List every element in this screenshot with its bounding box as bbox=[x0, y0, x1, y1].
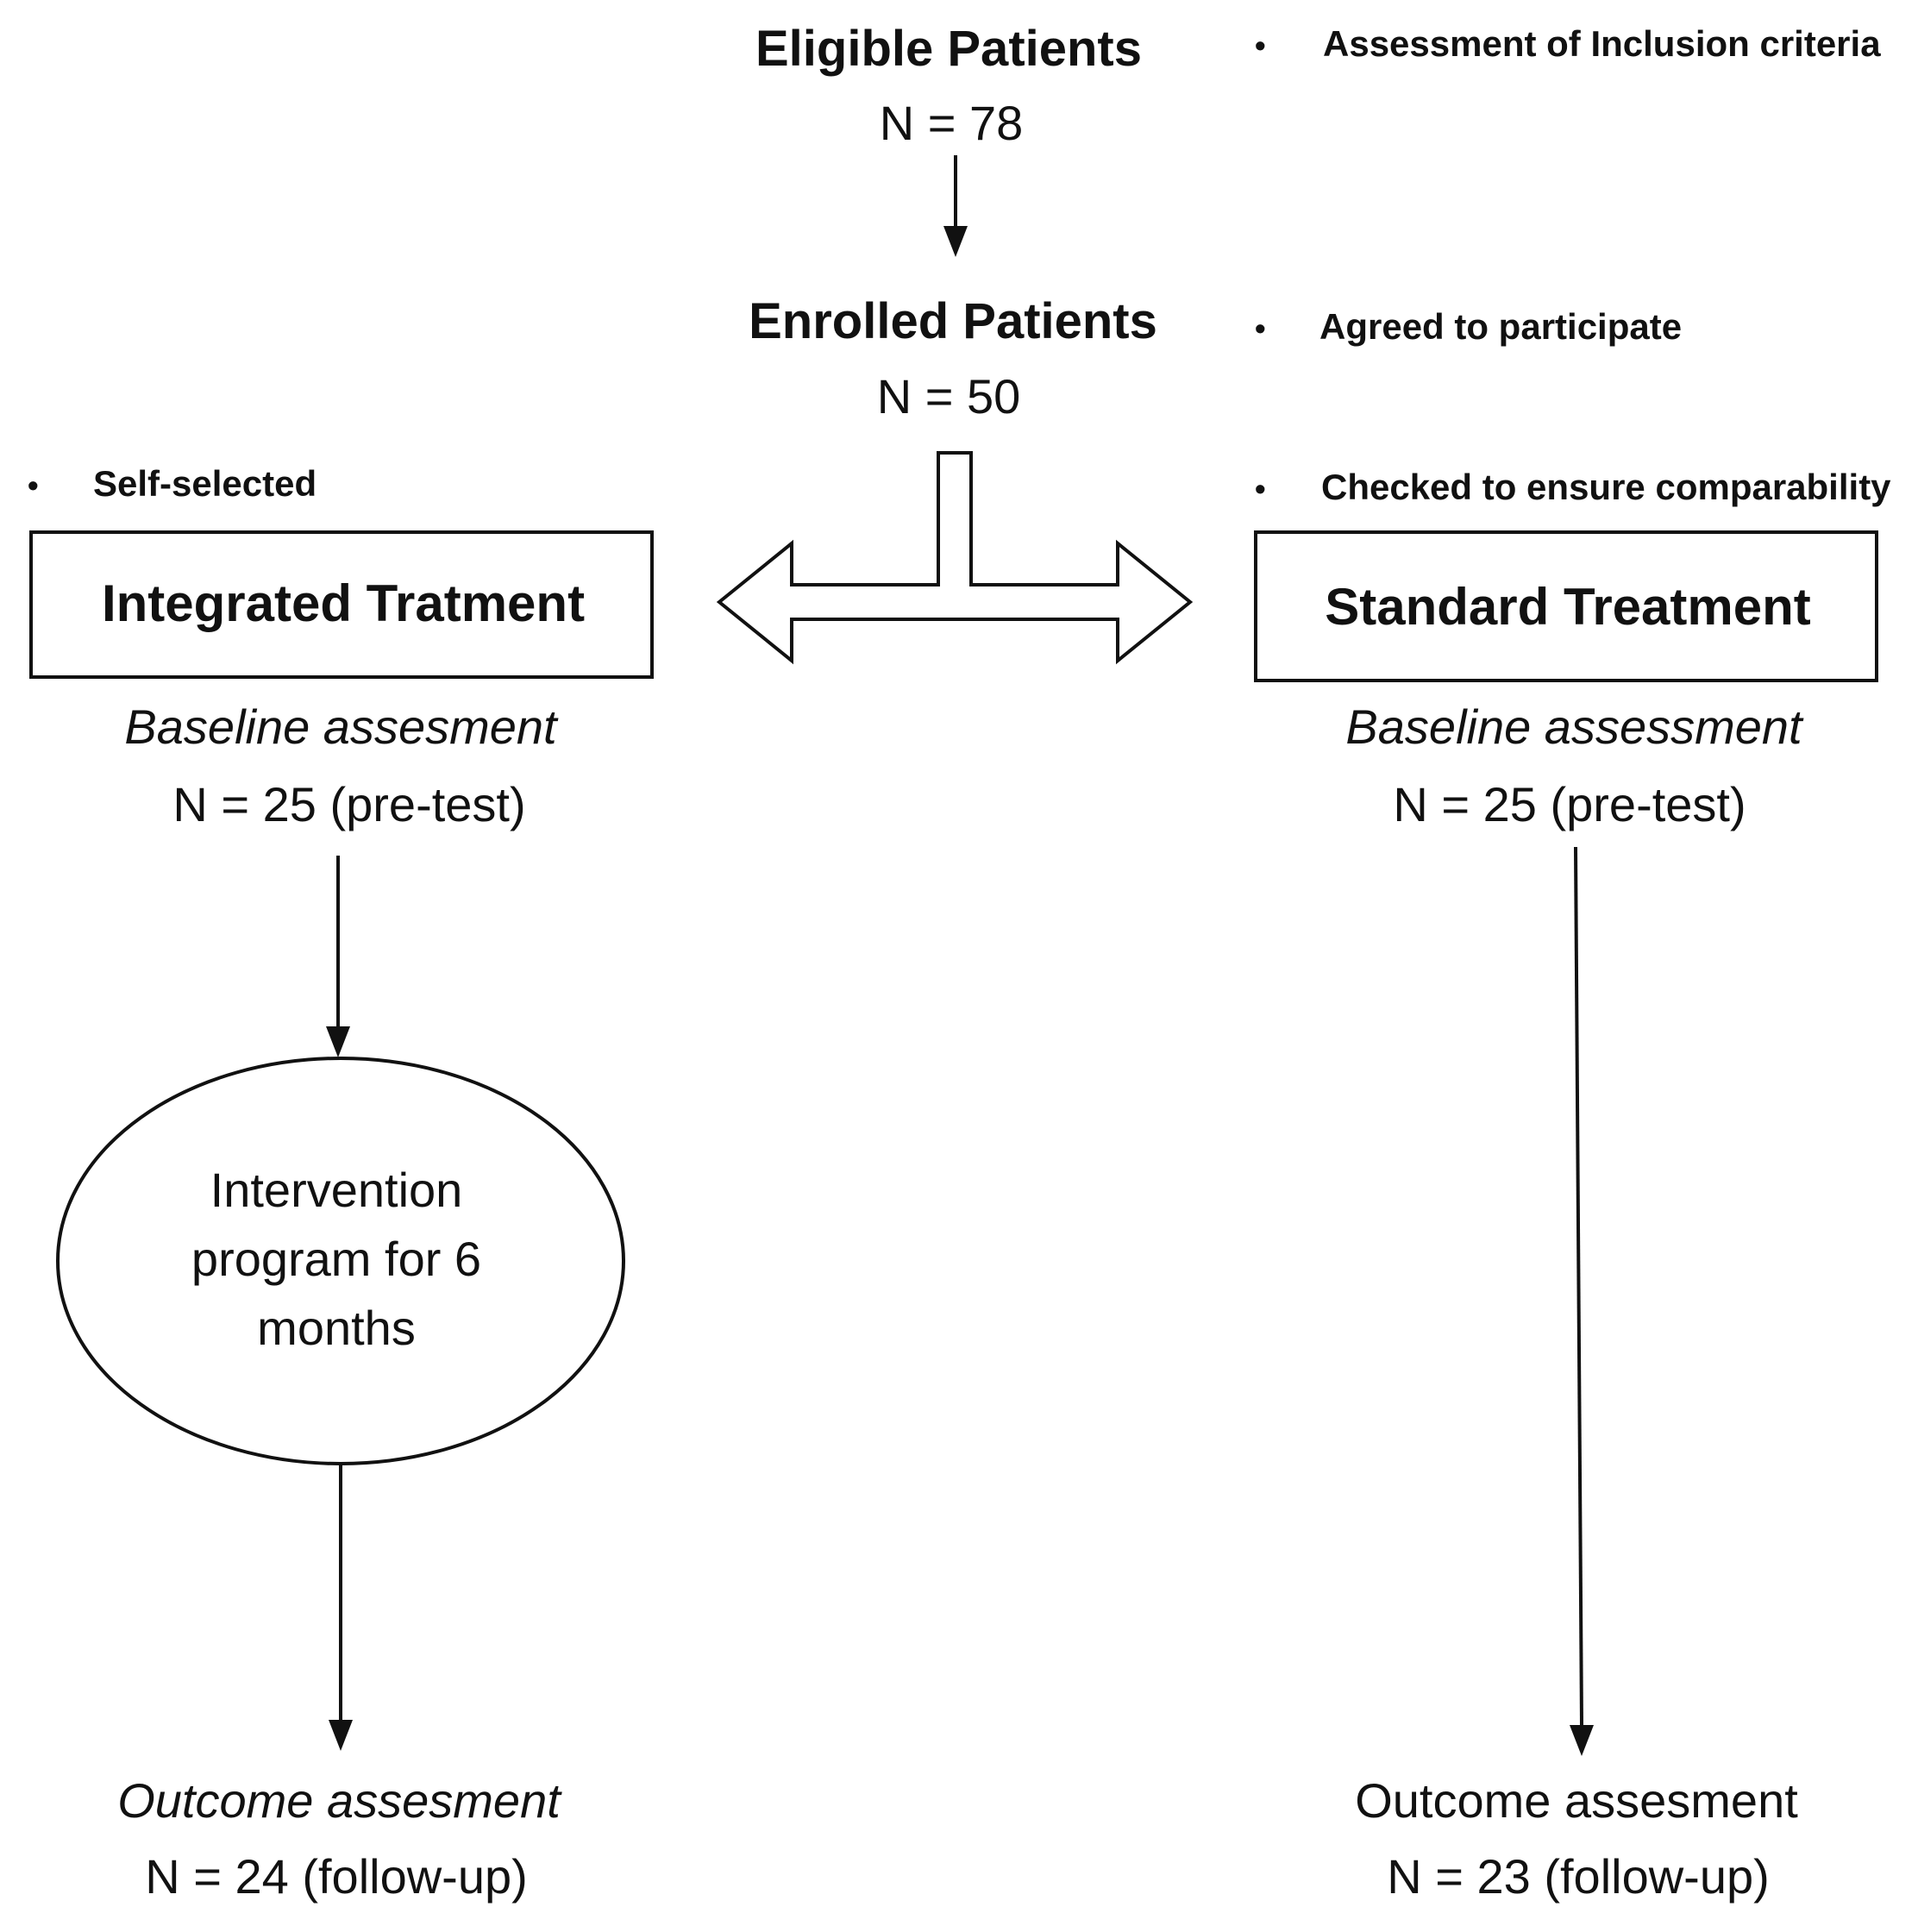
integrated-treatment-label: Integrated Tratment bbox=[101, 574, 586, 632]
left-outcome-label: Outcome assesment bbox=[117, 1773, 561, 1828]
eligible-patients-title: Eligible Patients bbox=[755, 21, 1142, 77]
right-outcome-label: Outcome assesment bbox=[1355, 1773, 1798, 1828]
split-double-arrow bbox=[716, 451, 1194, 665]
arrow-eligible-to-enrolled bbox=[943, 155, 968, 257]
left-baseline-label: Baseline assesment bbox=[124, 699, 557, 754]
enrolled-patients-title: Enrolled Patients bbox=[749, 293, 1157, 349]
right-arm-note: Checked to ensure comparability bbox=[1321, 467, 1891, 507]
arrow-left-intervention-to-outcome bbox=[329, 1464, 353, 1751]
eligible-note: Assessment of Inclusion criteria bbox=[1323, 23, 1881, 64]
bullet-icon: • bbox=[1255, 310, 1266, 346]
bullet-icon: • bbox=[1255, 28, 1266, 63]
integrated-treatment-box bbox=[29, 530, 654, 679]
right-outcome-count: N = 23 (follow-up) bbox=[1387, 1849, 1770, 1904]
right-baseline-label: Baseline assessment bbox=[1345, 699, 1802, 754]
arrow-left-baseline-to-intervention bbox=[326, 856, 350, 1057]
bullet-icon: • bbox=[1255, 471, 1266, 506]
right-baseline-count: N = 25 (pre-test) bbox=[1393, 777, 1746, 831]
left-baseline-count: N = 25 (pre-test) bbox=[172, 777, 526, 831]
bullet-icon: • bbox=[28, 467, 39, 503]
standard-treatment-label: Standard Treatment bbox=[1325, 578, 1811, 636]
arrow-right-baseline-to-outcome bbox=[1570, 846, 1594, 1756]
intervention-text: Intervention program for 6 months bbox=[191, 1163, 482, 1355]
eligible-patients-count: N = 78 bbox=[879, 96, 1024, 150]
left-arm-note: Self-selected bbox=[93, 463, 317, 504]
left-outcome-count: N = 24 (follow-up) bbox=[145, 1849, 528, 1904]
standard-treatment-box bbox=[1254, 530, 1878, 682]
enrolled-patients-count: N = 50 bbox=[876, 369, 1021, 423]
enrolled-note: Agreed to participate bbox=[1319, 306, 1683, 347]
